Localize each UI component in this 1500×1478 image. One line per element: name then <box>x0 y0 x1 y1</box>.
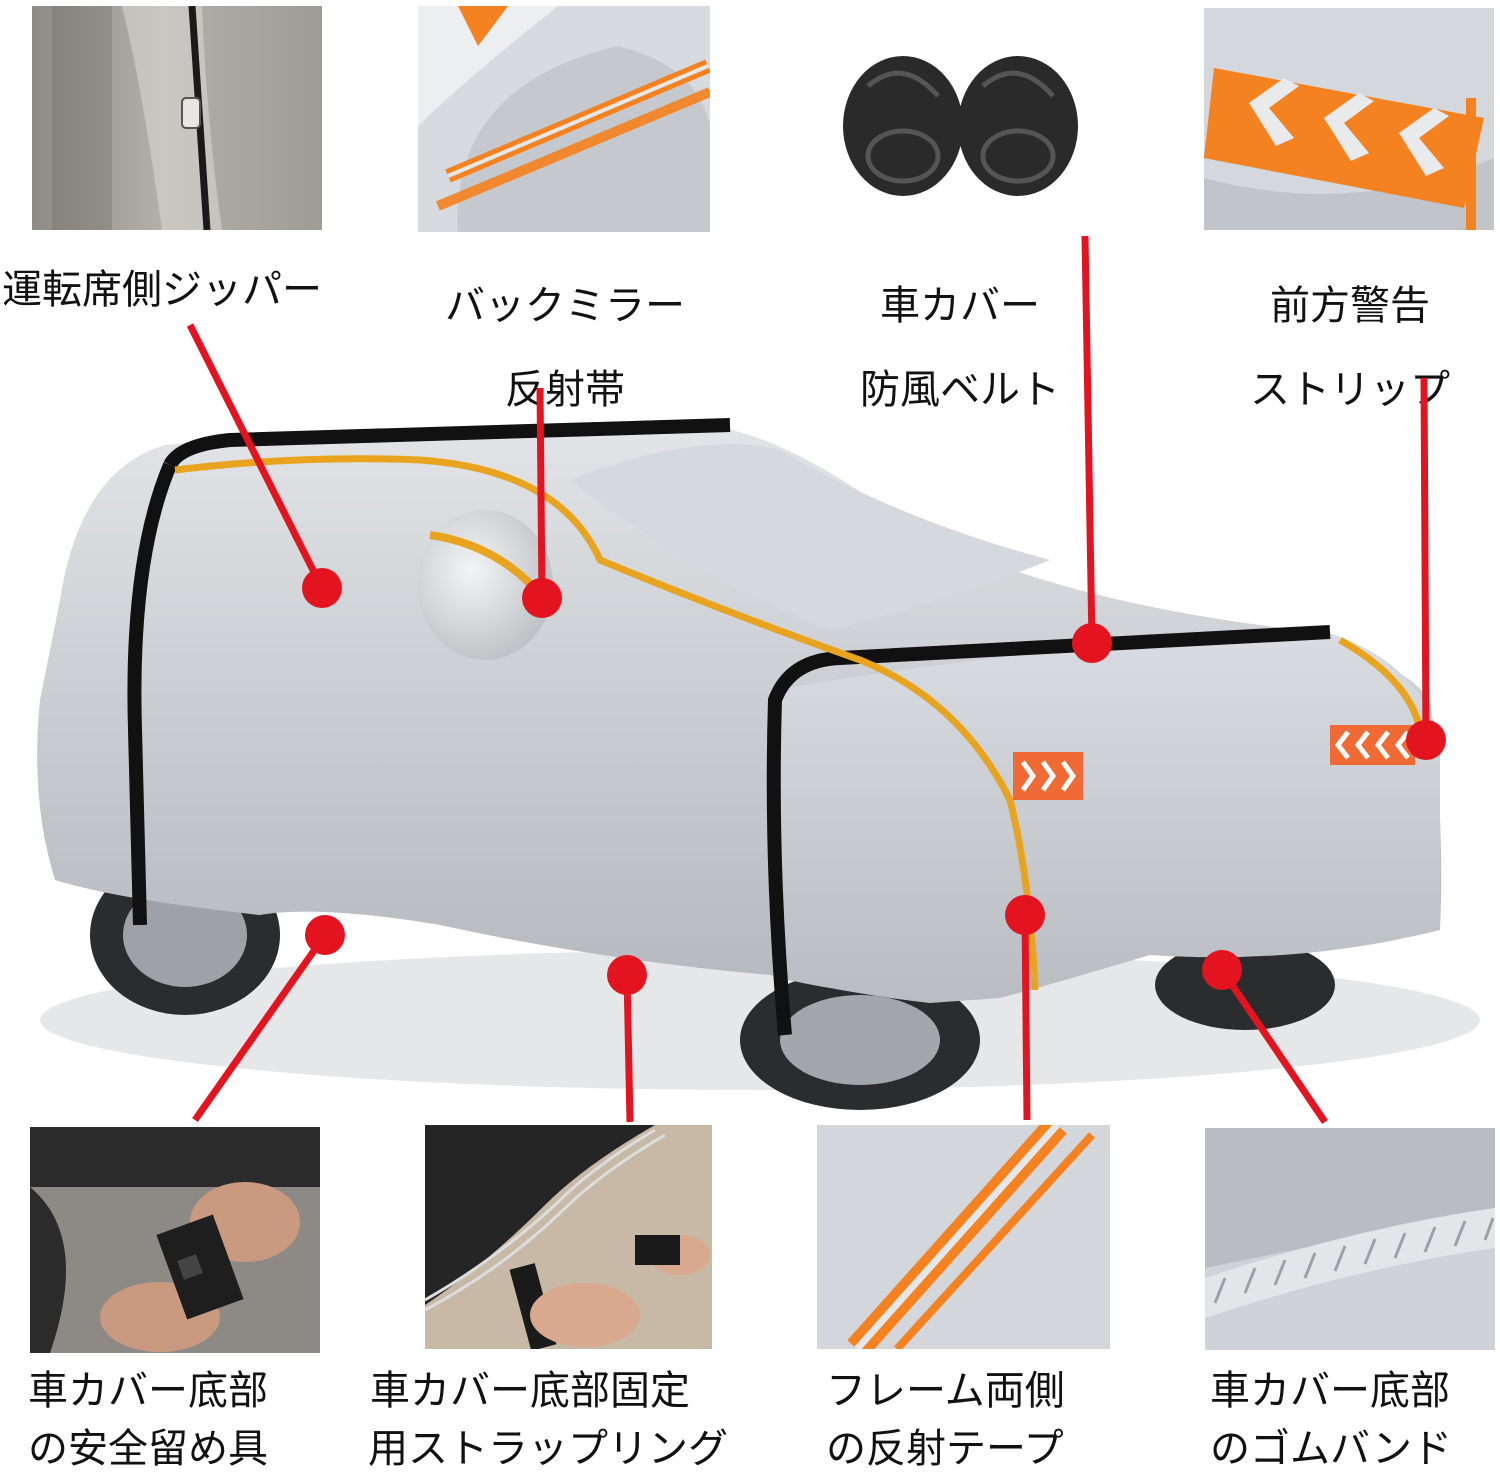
pointer-strap-ring <box>607 955 647 1123</box>
mirror-reflector-label: バックミラー 反射帯 <box>440 264 690 432</box>
front-wheel <box>740 970 980 1110</box>
strap-ring-label-line2: 用ストラップリング <box>368 1426 728 1472</box>
side-reflective-trim <box>174 455 1039 991</box>
pointer-driver-zipper <box>186 323 342 608</box>
rubber-band-label-line2: のゴムバンド <box>1210 1426 1452 1472</box>
side-mirror <box>417 510 553 660</box>
mirror-reflector-label-line2: 反射帯 <box>505 367 625 413</box>
side-reflective-tape-label-line1: フレーム両側 <box>826 1368 1065 1414</box>
windproof-belt-label: 車カバー 防風ベルト <box>840 264 1080 432</box>
rubber-band-photo <box>1205 1128 1495 1350</box>
strap-ring-photo <box>425 1125 712 1349</box>
side-warning-patch <box>1013 752 1083 800</box>
safety-clip-label-line1: 車カバー底部 <box>28 1368 268 1414</box>
car-front <box>770 630 1440 1003</box>
mirror-reflective-trim <box>429 531 549 603</box>
safety-clip-label-line2: の安全留め具 <box>28 1426 268 1472</box>
pointer-safety-clip <box>192 915 345 1123</box>
front-warning-label-line1: 前方警告 <box>1270 283 1430 329</box>
zipper-photo <box>32 6 322 230</box>
driver-zipper-label-line1: 運転席側ジッパー <box>2 267 322 313</box>
side-reflective-tape-label: フレーム両側 の反射テープ <box>826 1362 1065 1478</box>
strap-ring-label: 車カバー底部固定 用ストラップリング <box>368 1362 728 1478</box>
driver-zipper-label: 運転席側ジッパー <box>2 266 322 314</box>
strap-ring-label-line1: 車カバー底部固定 <box>370 1368 690 1414</box>
car-body <box>37 424 1442 1001</box>
reflective-tape-photo <box>817 1125 1110 1349</box>
car-shadow <box>40 950 1480 1090</box>
rubber-band-label-line1: 車カバー底部 <box>1210 1368 1450 1414</box>
mirror-reflector-photo <box>418 6 710 232</box>
safety-clip-photo <box>30 1127 320 1353</box>
mirror-reflector-label-line1: バックミラー <box>445 283 685 329</box>
safety-clip-label: 車カバー底部 の安全留め具 <box>28 1362 268 1478</box>
front-warning-patch <box>1330 725 1415 765</box>
rear-black-strap <box>127 462 177 926</box>
pointer-side-reflective-tape <box>1005 895 1045 1121</box>
side-reflective-tape-label-line2: の反射テープ <box>826 1426 1064 1472</box>
rear-wheel <box>90 855 280 1015</box>
pointer-rubber-band <box>1202 950 1328 1124</box>
windproof-belt-label-line2: 防風ベルト <box>860 367 1060 413</box>
warning-strip-photo <box>1204 8 1494 230</box>
front-warning-label-line2: ストリップ <box>1250 367 1450 413</box>
windshield-area <box>570 444 1050 630</box>
far-wheel <box>1155 940 1335 1030</box>
pointer-front-warning <box>1406 377 1446 760</box>
front-warning-label: 前方警告 ストリップ <box>1240 264 1460 432</box>
windproof-belt-label-line1: 車カバー <box>880 283 1040 329</box>
front-black-strap <box>766 625 1331 1036</box>
hood-reflective-trim <box>1338 636 1424 731</box>
rubber-band-label: 車カバー底部 のゴムバンド <box>1210 1362 1452 1478</box>
windproof-belt-photo <box>808 6 1112 232</box>
